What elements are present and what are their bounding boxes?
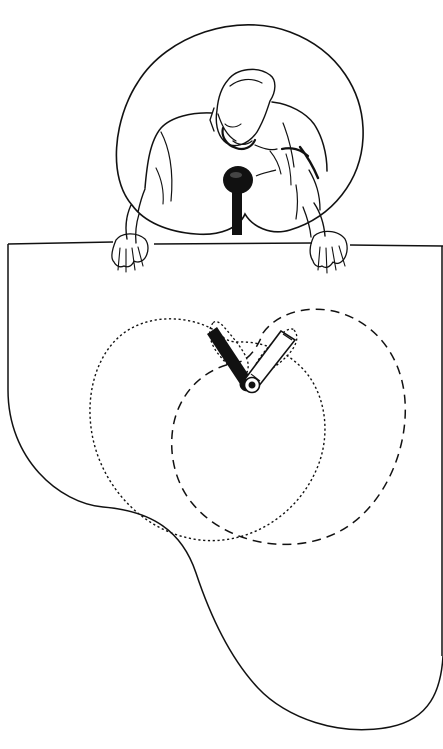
grand-piano-outline [8,242,443,730]
performer-left-shoulder [145,113,212,188]
microphone-right [245,331,296,393]
pickup-patterns [90,309,405,544]
performer-right-shoulder [272,102,327,171]
performer-right-hand [310,231,347,267]
handheld-microphone [223,166,276,235]
performer-head [216,69,275,145]
performer-left-hand [112,234,148,267]
